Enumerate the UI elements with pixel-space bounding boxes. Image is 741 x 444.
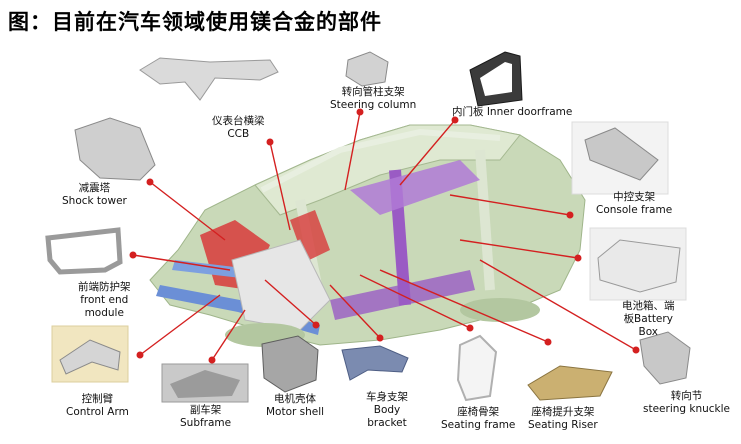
- front-end-module-part: [45, 227, 123, 275]
- leader-seating-riser-dot: [544, 338, 552, 346]
- leader-steering-knuckle: [479, 259, 637, 351]
- shock-tower-part: [74, 117, 156, 181]
- leader-body-bracket: [329, 284, 381, 339]
- label-steering-knuckle: 转向节 steering knuckle: [643, 390, 730, 416]
- battery-box-part: [589, 227, 687, 301]
- steering-column-part: [345, 51, 389, 87]
- leader-motor-shell: [264, 279, 317, 326]
- label-steering-column-en: Steering column: [330, 99, 417, 111]
- leader-seating-frame: [359, 274, 471, 329]
- leader-ccb: [269, 141, 291, 231]
- label-subframe-cn: 副车架: [189, 404, 222, 416]
- label-motor-shell-en: Motor shell: [266, 406, 325, 418]
- leader-steering-column: [344, 111, 361, 191]
- label-battery-box-mixed: 板Battery: [623, 313, 673, 325]
- label-console-frame-cn: 中控支架: [613, 191, 656, 203]
- leader-shock-tower: [149, 181, 226, 241]
- label-subframe: 副车架 Subframe: [180, 404, 231, 430]
- label-front-end-module-en-1: front end: [80, 294, 129, 306]
- label-body-bracket: 车身支架 Body bracket: [366, 391, 408, 430]
- label-body-bracket-en-2: bracket: [367, 417, 407, 429]
- label-motor-shell: 电机壳体 Motor shell: [266, 393, 324, 419]
- label-seating-riser: 座椅提升支架 Seating Riser: [528, 406, 598, 432]
- leader-battery-box-dot: [574, 254, 582, 262]
- label-motor-shell-cn: 电机壳体: [274, 393, 317, 405]
- label-body-bracket-cn: 车身支架: [366, 391, 408, 403]
- label-battery-box: 电池箱、端 板Battery Box: [622, 300, 675, 339]
- label-shock-tower-en: Shock tower: [62, 195, 127, 207]
- label-inner-doorframe-text: 内门板 Inner doorframe: [452, 106, 573, 118]
- label-steering-column: 转向管柱支架 Steering column: [330, 86, 416, 112]
- label-control-arm-cn: 控制臂: [81, 393, 114, 405]
- leader-seating-riser: [379, 269, 549, 343]
- label-body-bracket-en-1: Body: [373, 404, 401, 416]
- ccb-part: [139, 57, 279, 101]
- label-front-end-module-en-2: module: [84, 307, 124, 319]
- label-console-frame: 中控支架 Console frame: [596, 191, 672, 217]
- leader-shock-tower-dot: [146, 178, 154, 186]
- label-subframe-en: Subframe: [180, 417, 232, 429]
- body-bracket-part: [341, 345, 409, 381]
- label-steering-knuckle-cn: 转向节: [670, 390, 703, 402]
- steering-knuckle-part: [639, 331, 691, 385]
- label-control-arm: 控制臂 Control Arm: [66, 393, 129, 419]
- label-battery-box-en: Box: [638, 326, 659, 338]
- seating-riser-part: [527, 365, 613, 401]
- label-ccb: 仪表台横梁 CCB: [212, 115, 265, 141]
- leader-inner-doorframe: [399, 119, 456, 186]
- label-steering-knuckle-en: steering knuckle: [643, 403, 731, 415]
- leader-front-end-module: [132, 254, 231, 271]
- motor-shell-part: [261, 335, 319, 393]
- leader-subframe-dot: [208, 356, 216, 364]
- label-console-frame-en: Console frame: [596, 204, 673, 216]
- seating-frame-part: [456, 334, 498, 402]
- inner-doorframe-part: [469, 51, 523, 107]
- label-inner-doorframe: 内门板 Inner doorframe: [452, 106, 572, 119]
- leader-ccb-dot: [266, 138, 274, 146]
- control-arm-part: [51, 325, 129, 383]
- leader-console-frame: [449, 194, 571, 216]
- leader-seating-frame-dot: [466, 324, 474, 332]
- label-steering-column-cn: 转向管柱支架: [341, 86, 405, 98]
- label-seating-frame: 座椅骨架 Seating frame: [441, 406, 515, 432]
- leader-subframe: [211, 309, 246, 361]
- leader-inner-doorframe-dot: [451, 116, 459, 124]
- console-frame-part: [571, 121, 669, 195]
- leader-steering-knuckle-dot: [632, 346, 640, 354]
- leader-steering-column-dot: [356, 108, 364, 116]
- leader-lines: [129, 108, 640, 364]
- page-title: 图：目前在汽车领域使用镁合金的部件: [8, 10, 382, 34]
- label-control-arm-en: Control Arm: [66, 406, 129, 418]
- leader-body-bracket-dot: [376, 334, 384, 342]
- label-ccb-en: CCB: [227, 128, 250, 140]
- leader-control-arm-dot: [136, 351, 144, 359]
- leader-front-end-module-dot: [129, 251, 137, 259]
- label-seating-riser-cn: 座椅提升支架: [531, 406, 595, 418]
- label-front-end-module: 前端防护架 front end module: [78, 281, 131, 320]
- label-battery-box-cn: 电池箱、端: [622, 300, 675, 312]
- label-ccb-cn: 仪表台横梁: [212, 115, 265, 127]
- label-seating-frame-cn: 座椅骨架: [457, 406, 500, 418]
- leader-console-frame-dot: [566, 211, 574, 219]
- label-front-end-module-cn: 前端防护架: [78, 281, 131, 293]
- label-seating-riser-en: Seating Riser: [528, 419, 598, 431]
- leader-motor-shell-dot: [312, 321, 320, 329]
- label-seating-frame-en: Seating frame: [441, 419, 516, 431]
- label-shock-tower-cn: 减震塔: [78, 182, 111, 194]
- car-body: [149, 124, 586, 347]
- leader-battery-box: [459, 239, 579, 259]
- subframe-part: [161, 363, 249, 403]
- leader-control-arm: [139, 294, 221, 356]
- label-shock-tower: 减震塔 Shock tower: [62, 182, 127, 208]
